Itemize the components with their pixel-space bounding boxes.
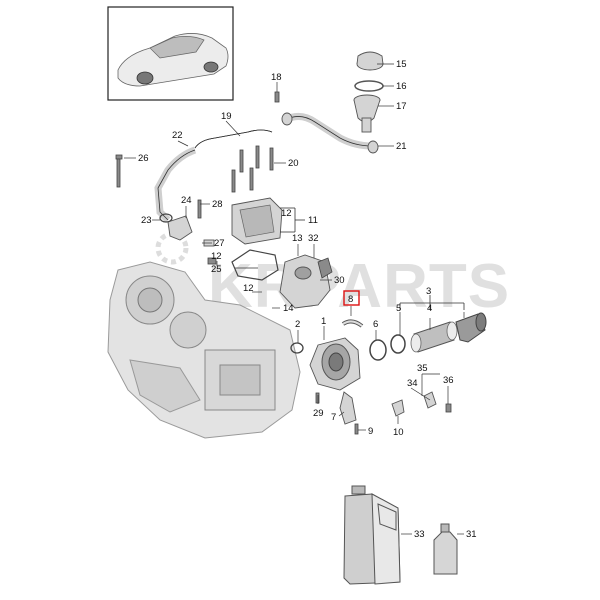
water-pump	[309, 337, 361, 391]
callout-group-3	[399, 295, 465, 310]
callout-15: 14	[283, 303, 294, 314]
bolt-27	[115, 154, 123, 188]
callout-32: 31	[466, 529, 477, 540]
watermark-text: KRPARTS	[208, 252, 510, 321]
oil-filter-housing	[279, 254, 333, 309]
plug-37	[445, 403, 452, 413]
callout-20: 18	[271, 72, 282, 83]
o-ring-2	[290, 342, 304, 354]
bolt-30	[315, 392, 320, 404]
oil-can-large	[343, 485, 401, 585]
seal-ring-6	[369, 339, 387, 361]
callout-1: 1	[321, 316, 326, 327]
callout-17: 16	[396, 81, 407, 92]
callout-12-upper: 12	[281, 208, 292, 219]
bolts-21	[231, 145, 274, 193]
callout-37: 36	[443, 375, 454, 386]
engine-block	[107, 261, 301, 439]
oil-separator-cover	[231, 197, 283, 245]
callout-29: 28	[212, 199, 223, 210]
oil-filler-neck	[353, 94, 381, 133]
callout-19: 17	[396, 101, 407, 112]
callout-labels: 15 16 17 18 19 22 21 26 20 24 28 23 12 1…	[138, 59, 477, 540]
callout-22: 21	[396, 141, 407, 152]
callout-2: 2	[295, 319, 300, 330]
callout-25: 24	[181, 195, 192, 206]
callout-14: 13	[292, 233, 303, 244]
callout-24: 23	[141, 215, 152, 226]
bolt-9	[354, 423, 359, 435]
callout-13: 12	[211, 251, 222, 262]
callout-34: 32	[308, 233, 319, 244]
callout-12-lower: 12	[243, 283, 254, 294]
highlight-box-8	[343, 290, 360, 306]
callout-9: 9	[368, 426, 373, 437]
breather-pipe-lower	[154, 146, 197, 223]
gasket	[231, 249, 279, 281]
bracket-25	[167, 215, 193, 241]
callout-30: 29	[313, 408, 324, 419]
callout-18: 19	[221, 111, 232, 122]
callout-28: 27	[214, 238, 225, 249]
pipe-8	[341, 319, 364, 328]
callout-10: 10	[393, 427, 404, 438]
bolt-29	[197, 199, 202, 219]
callout-5: 5	[396, 303, 401, 314]
car-thumbnail	[107, 6, 234, 101]
sensor-26	[207, 257, 217, 265]
oil-bottle-small	[433, 523, 458, 575]
callout-16: 15	[396, 59, 407, 70]
oil-filter-element	[410, 321, 458, 353]
callout-27: 26	[138, 153, 149, 164]
callout-8: 8	[348, 294, 353, 305]
callout-4: 4	[427, 303, 432, 314]
sensor-10	[391, 399, 405, 417]
leader-lines	[124, 63, 465, 535]
callout-33: 33	[414, 529, 425, 540]
seal-ring-5	[390, 334, 406, 354]
callout-7: 7	[331, 412, 336, 423]
callout-3: 3	[426, 286, 431, 297]
callout-31: 30	[334, 275, 345, 286]
callout-26: 25	[211, 264, 222, 275]
callout-35: 35	[417, 363, 428, 374]
bolt-20	[274, 91, 280, 103]
callout-11: 11	[308, 215, 318, 226]
filler-seal-ring	[354, 80, 384, 92]
breather-pipe-upper	[194, 112, 379, 154]
callout-21: 20	[288, 158, 299, 169]
callout-6: 6	[373, 319, 378, 330]
oil-filter-cover	[455, 312, 487, 343]
callout-group-11	[280, 207, 305, 233]
bracket-7	[339, 391, 357, 425]
callout-36: 34	[407, 378, 418, 389]
callout-23: 22	[172, 130, 183, 141]
oil-filler-cap	[356, 51, 384, 71]
o-ring-24	[159, 213, 173, 223]
